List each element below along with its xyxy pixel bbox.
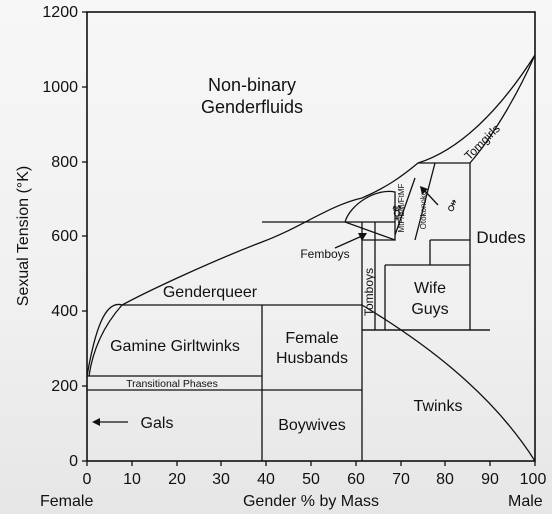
y-axis-title: Sexual Tension (°K): [15, 166, 32, 306]
femboys-arrowhead: [358, 233, 367, 241]
x-tick-labels: 0 10 20 30 40 50 60 70 80 90 100: [83, 471, 547, 488]
x-tick-label: 20: [168, 471, 186, 488]
y-tick-labels: 0 200 400 600 800 1000 1200: [42, 4, 78, 470]
male-female-symbol-icon: ⚦: [447, 199, 458, 214]
x-tick-label: 50: [302, 471, 320, 488]
region-label-husbands: Husbands: [276, 350, 348, 367]
x-tick-label: 10: [123, 471, 141, 488]
femboys-arrow: [334, 235, 363, 249]
otokonoko-arrow: [423, 189, 439, 206]
arrows: [92, 186, 439, 426]
upper-boundary-curve: [86, 54, 536, 377]
x-axis-title: Gender % by Mass: [243, 493, 379, 510]
y-tick-label: 0: [69, 453, 78, 470]
y-tick-label: 600: [51, 228, 78, 245]
region-label-guys: Guys: [411, 301, 448, 318]
otokonoko-arrowhead: [420, 186, 428, 195]
region-label-twinks: Twinks: [414, 398, 463, 415]
x-tick-label: 40: [257, 471, 275, 488]
x-tick-label: 70: [392, 471, 410, 488]
y-tick-label: 200: [51, 378, 78, 395]
x-tick-marks: [86, 461, 536, 466]
x-axis-right-label: Male: [508, 493, 543, 510]
x-tick-label: 80: [436, 471, 454, 488]
region-label-wife: Wife: [414, 280, 446, 297]
region-label-otokonoko: Otokonoko: [419, 190, 428, 229]
x-tick-label: 0: [83, 471, 92, 488]
region-label-transitional-phases: Transitional Phases: [126, 378, 218, 390]
y-tick-label: 1000: [42, 79, 78, 96]
region-label-boywives: Boywives: [278, 417, 346, 434]
x-tick-label: 30: [212, 471, 230, 488]
x-tick-label: 90: [481, 471, 499, 488]
region-label-dudes: Dudes: [476, 228, 525, 247]
region-label-female: Female: [285, 330, 338, 347]
region-label-tomboys: Tomboys: [362, 268, 376, 316]
region-label-nonbinary: Non-binary: [208, 75, 296, 95]
region-label-tomgirls: Tomgirls: [461, 121, 502, 162]
y-tick-label: 800: [51, 154, 78, 171]
y-tick-marks: [82, 11, 87, 462]
region-label-gals: Gals: [141, 415, 174, 432]
x-tick-label: 100: [520, 471, 547, 488]
y-tick-label: 400: [51, 303, 78, 320]
phase-boundaries: [86, 54, 536, 462]
plot-frame: [86, 11, 536, 462]
region-label-gamine-girltwinks: Gamine Girltwinks: [110, 338, 240, 355]
region-label-femboys: Femboys: [300, 247, 349, 261]
gals-arrowhead: [92, 418, 100, 426]
transgender-symbol-icon: ⚧: [391, 205, 403, 221]
region-labels: Non-binary Genderfluids Tomgirls Dudes F…: [110, 75, 525, 434]
region-label-mtf-ftm: MtF/BM/FtMF: [397, 183, 406, 232]
region-label-genderqueer: Genderqueer: [163, 284, 258, 301]
region-label-genderfluids: Genderfluids: [201, 97, 303, 117]
x-axis-left-label: Female: [40, 493, 93, 510]
y-tick-label: 1200: [42, 4, 78, 21]
right-boundary-curve: [361, 304, 536, 462]
x-tick-label: 60: [347, 471, 365, 488]
